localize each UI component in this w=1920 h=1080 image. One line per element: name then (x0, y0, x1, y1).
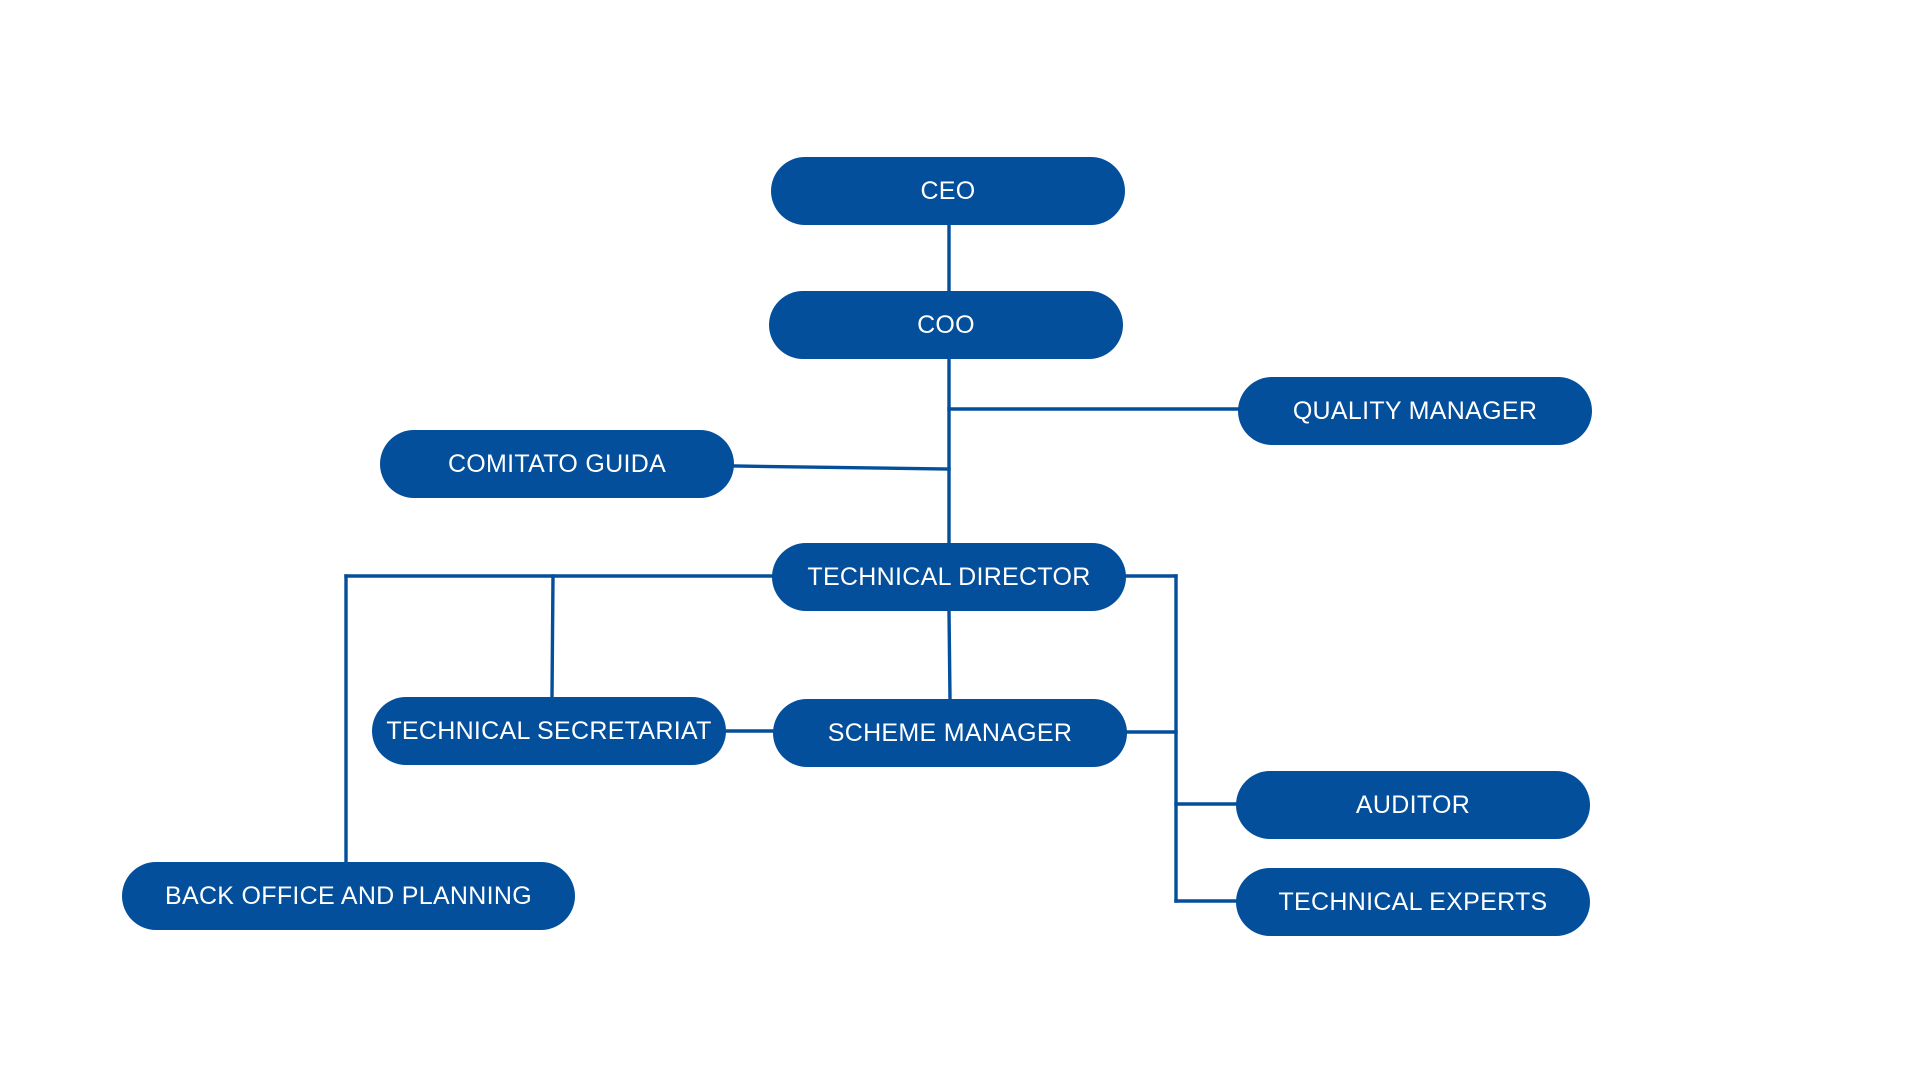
node-technical-secretariat-label: TECHNICAL SECRETARIAT (386, 716, 712, 745)
connector-scheme-manager (947, 609, 952, 701)
node-scheme-manager: SCHEME MANAGER (773, 699, 1127, 767)
connector-comitato-guida (732, 464, 951, 471)
node-comitato-guida: COMITATO GUIDA (380, 430, 734, 498)
node-technical-director: TECHNICAL DIRECTOR (772, 543, 1126, 611)
node-quality-manager-label: QUALITY MANAGER (1292, 396, 1538, 425)
node-coo-label: COO (917, 310, 975, 339)
node-technical-experts: TECHNICAL EXPERTS (1236, 868, 1590, 936)
node-technical-director-label: TECHNICAL DIRECTOR (807, 562, 1091, 591)
node-ceo-label: CEO (920, 176, 976, 205)
node-ceo: CEO (771, 157, 1125, 225)
node-coo: COO (769, 291, 1123, 359)
node-quality-manager: QUALITY MANAGER (1238, 377, 1592, 445)
connector-secretariat (550, 574, 555, 699)
node-back-office-label: BACK OFFICE AND PLANNING (165, 881, 532, 910)
node-scheme-manager-label: SCHEME MANAGER (827, 718, 1073, 747)
node-back-office-and-planning: BACK OFFICE AND PLANNING (122, 862, 575, 930)
node-comitato-guida-label: COMITATO GUIDA (447, 449, 667, 478)
node-auditor-label: AUDITOR (1355, 790, 1471, 819)
node-technical-secretariat: TECHNICAL SECRETARIAT (372, 697, 726, 765)
node-auditor: AUDITOR (1236, 771, 1590, 839)
node-technical-experts-label: TECHNICAL EXPERTS (1278, 887, 1548, 916)
